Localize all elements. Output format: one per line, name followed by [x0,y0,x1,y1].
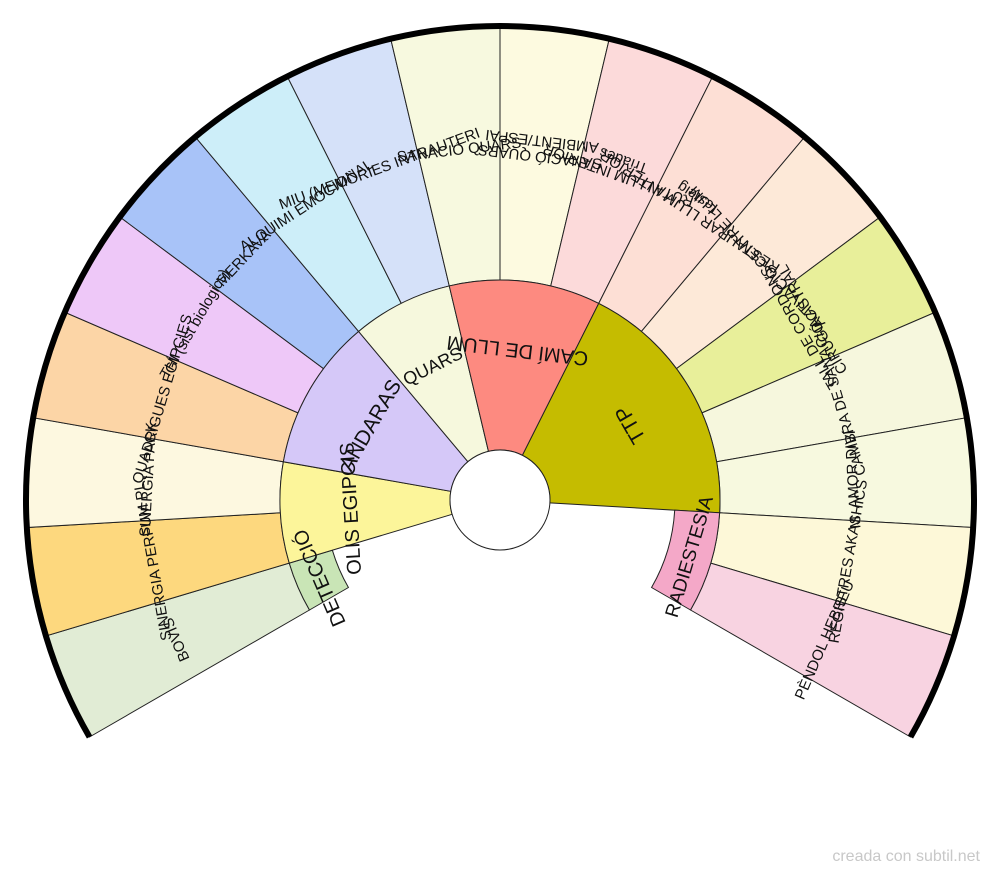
credit-text: creada con subtil.net [832,848,980,865]
inner-segment-radiestesia [650,509,721,611]
outer-label-amor-divi: M. AMOR DIVÍ [842,429,865,529]
outer-label-sinergia-pack: SINERGIA PACK [137,422,161,538]
center-hub [449,449,551,551]
inner-ring [279,279,721,611]
outer-rim [23,23,977,739]
outer-ring [25,25,975,738]
